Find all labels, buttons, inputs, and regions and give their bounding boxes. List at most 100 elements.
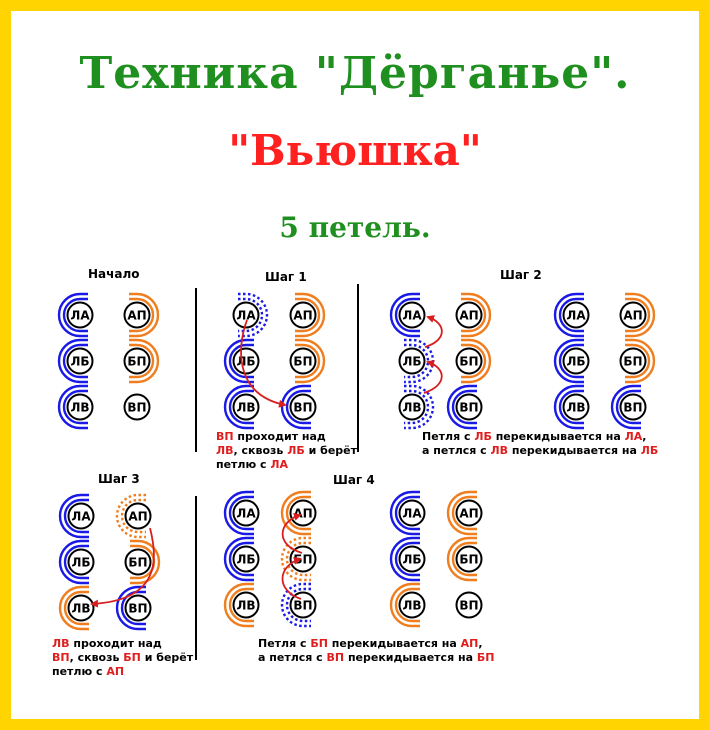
- thread-loop: [57, 292, 88, 338]
- stitch-ЛА: ЛА: [398, 499, 426, 527]
- thread-loop: [404, 384, 435, 430]
- thread-strand: [63, 498, 89, 534]
- stitch-circle: [66, 393, 94, 421]
- stitch-reference: ЛВ: [52, 637, 70, 650]
- thread-loop: [389, 490, 420, 536]
- stitch-label: ЛВ: [236, 599, 255, 613]
- thread-strand: [295, 343, 321, 379]
- stitch-ЛБ: ЛБ: [398, 545, 426, 573]
- stitch-circle: [455, 393, 483, 421]
- stitch-circle: [124, 594, 152, 622]
- thread-strand: [285, 587, 311, 623]
- thread-strand: [120, 498, 146, 534]
- stitch-label: ЛВ: [566, 401, 585, 415]
- thread-strand: [558, 343, 584, 379]
- stitch-ВП: ВП: [455, 393, 483, 421]
- thread-strand: [446, 536, 477, 582]
- stitch-circle: [398, 393, 426, 421]
- stitch-reference: БП: [476, 651, 495, 664]
- stitch-label: ЛА: [70, 309, 90, 323]
- arrow-step2-lower: [423, 360, 443, 394]
- thread-strand: [451, 389, 477, 425]
- stitch-reference: ЛВ: [490, 444, 509, 457]
- stitch-label: ЛА: [402, 507, 422, 521]
- stitch-ВП: ВП: [123, 393, 151, 421]
- thread-strand: [223, 490, 254, 536]
- stitch-label: ВП: [459, 599, 478, 613]
- thread-strand: [451, 541, 477, 577]
- stitch-reference: БП: [123, 651, 141, 664]
- stitch-circle: [455, 499, 483, 527]
- stitch-circle: [67, 594, 95, 622]
- thread-strand: [625, 292, 656, 338]
- thread-strand: [115, 493, 146, 539]
- stitch-label: БП: [128, 556, 147, 570]
- stitch-circle: [123, 301, 151, 329]
- stitch-АП: АП: [455, 301, 483, 329]
- thread-strand: [404, 389, 430, 425]
- thread-strand: [285, 495, 311, 531]
- thread-strand: [461, 343, 487, 379]
- thread-strand: [404, 343, 430, 379]
- stitch-label: ЛБ: [402, 553, 421, 567]
- thread-strand: [228, 587, 254, 623]
- stitch-БП: БП: [619, 347, 647, 375]
- stitch-label: АП: [293, 507, 312, 521]
- thread-loop: [553, 292, 584, 338]
- stitch-ЛА: ЛА: [398, 301, 426, 329]
- stitch-reference: ЛБ: [474, 430, 492, 443]
- caption-text: а петлся с: [258, 651, 327, 664]
- thread-strand: [129, 297, 155, 333]
- stitch-ЛА: ЛА: [232, 499, 260, 527]
- thread-loop: [553, 338, 584, 384]
- stitch-label: ВП: [127, 401, 146, 415]
- stitch-ЛА: ЛА: [232, 301, 260, 329]
- caption-text: ,: [642, 430, 647, 443]
- stitch-label: АП: [128, 510, 147, 524]
- stitch-АП: АП: [289, 499, 317, 527]
- stitch-ЛВ: ЛВ: [232, 591, 260, 619]
- stitch-reference: ВП: [52, 651, 70, 664]
- stitch-circle: [289, 301, 317, 329]
- thread-strand: [228, 389, 254, 425]
- caption-text: перекидывается на: [327, 637, 461, 650]
- caption-text: Петля с: [258, 637, 311, 650]
- thread-strand: [223, 338, 254, 384]
- panel-label-step3: Шаг 3: [98, 472, 140, 486]
- stitch-label: ЛБ: [402, 355, 421, 369]
- thread-strand: [404, 384, 435, 430]
- stitch-БП: БП: [289, 347, 317, 375]
- arrow-step4-lower: [281, 557, 302, 600]
- stitch-circle: [619, 393, 647, 421]
- thread-loop: [553, 384, 584, 430]
- thread-strand: [295, 292, 326, 338]
- stitch-circle: [289, 591, 317, 619]
- thread-strand: [129, 343, 155, 379]
- stitch-label: ЛА: [236, 507, 256, 521]
- thread-strand: [389, 292, 420, 338]
- stitch-ВП: ВП: [289, 591, 317, 619]
- thread-strand: [615, 389, 641, 425]
- stitch-reference: ЛВ: [216, 444, 234, 457]
- stitch-ВП: ВП: [124, 594, 152, 622]
- thread-strand: [610, 384, 641, 430]
- caption-text: проходит над: [233, 430, 326, 443]
- thread-strand: [553, 384, 584, 430]
- stitch-reference: ЛА: [270, 458, 289, 471]
- stitch-label: ВП: [293, 599, 312, 613]
- thread-loop: [295, 338, 326, 384]
- caption-line: ЛВ проходит над: [52, 637, 193, 651]
- thread-loop: [446, 536, 477, 582]
- stitch-ЛВ: ЛВ: [66, 393, 94, 421]
- thread-strand: [280, 536, 311, 582]
- stitch-label: ЛВ: [402, 599, 421, 613]
- stitch-reference: ВП: [326, 651, 345, 664]
- thread-strand: [461, 338, 492, 384]
- stitch-label: ЛВ: [236, 401, 255, 415]
- thread-strand: [389, 536, 420, 582]
- stitch-circle: [619, 347, 647, 375]
- stitch-circle: [455, 591, 483, 619]
- caption-step2: Петля с ЛБ перекидывается на ЛА,а петлся…: [422, 430, 658, 458]
